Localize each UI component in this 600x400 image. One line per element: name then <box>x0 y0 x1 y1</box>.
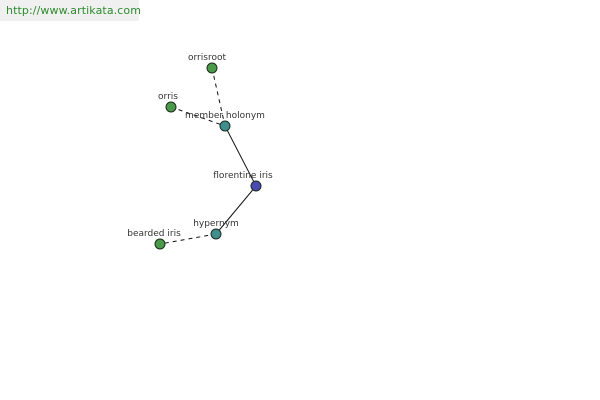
node-member-holonym[interactable] <box>219 120 231 132</box>
edge-hypernym-bearded-iris <box>159 233 217 245</box>
node-florentine-iris[interactable] <box>250 180 262 192</box>
edges-layer <box>159 67 257 245</box>
edge-member-holonym-florentine-iris <box>224 125 257 187</box>
node-orrisroot[interactable] <box>206 62 218 74</box>
node-label-bearded-iris[interactable]: bearded iris <box>127 229 181 239</box>
node-hypernym[interactable] <box>210 228 222 240</box>
node-bearded-iris[interactable] <box>154 238 166 250</box>
edge-orris-member-holonym <box>170 106 226 127</box>
node-label-hypernym[interactable]: hypernym <box>193 219 239 229</box>
node-label-member-holonym[interactable]: member holonym <box>185 111 265 121</box>
edge-florentine-iris-hypernym <box>215 185 257 235</box>
nodes-layer <box>154 62 262 250</box>
edge-orrisroot-member-holonym <box>211 67 226 127</box>
node-label-orris[interactable]: orris <box>158 92 178 102</box>
node-label-orrisroot[interactable]: orrisroot <box>188 53 226 63</box>
site-url-label[interactable]: http://www.artikata.com <box>0 0 141 21</box>
labels-layer: orrisroot orris member holonym florentine i… <box>127 53 273 239</box>
node-label-florentine-iris[interactable]: florentine iris <box>213 171 273 181</box>
node-orris[interactable] <box>165 101 177 113</box>
